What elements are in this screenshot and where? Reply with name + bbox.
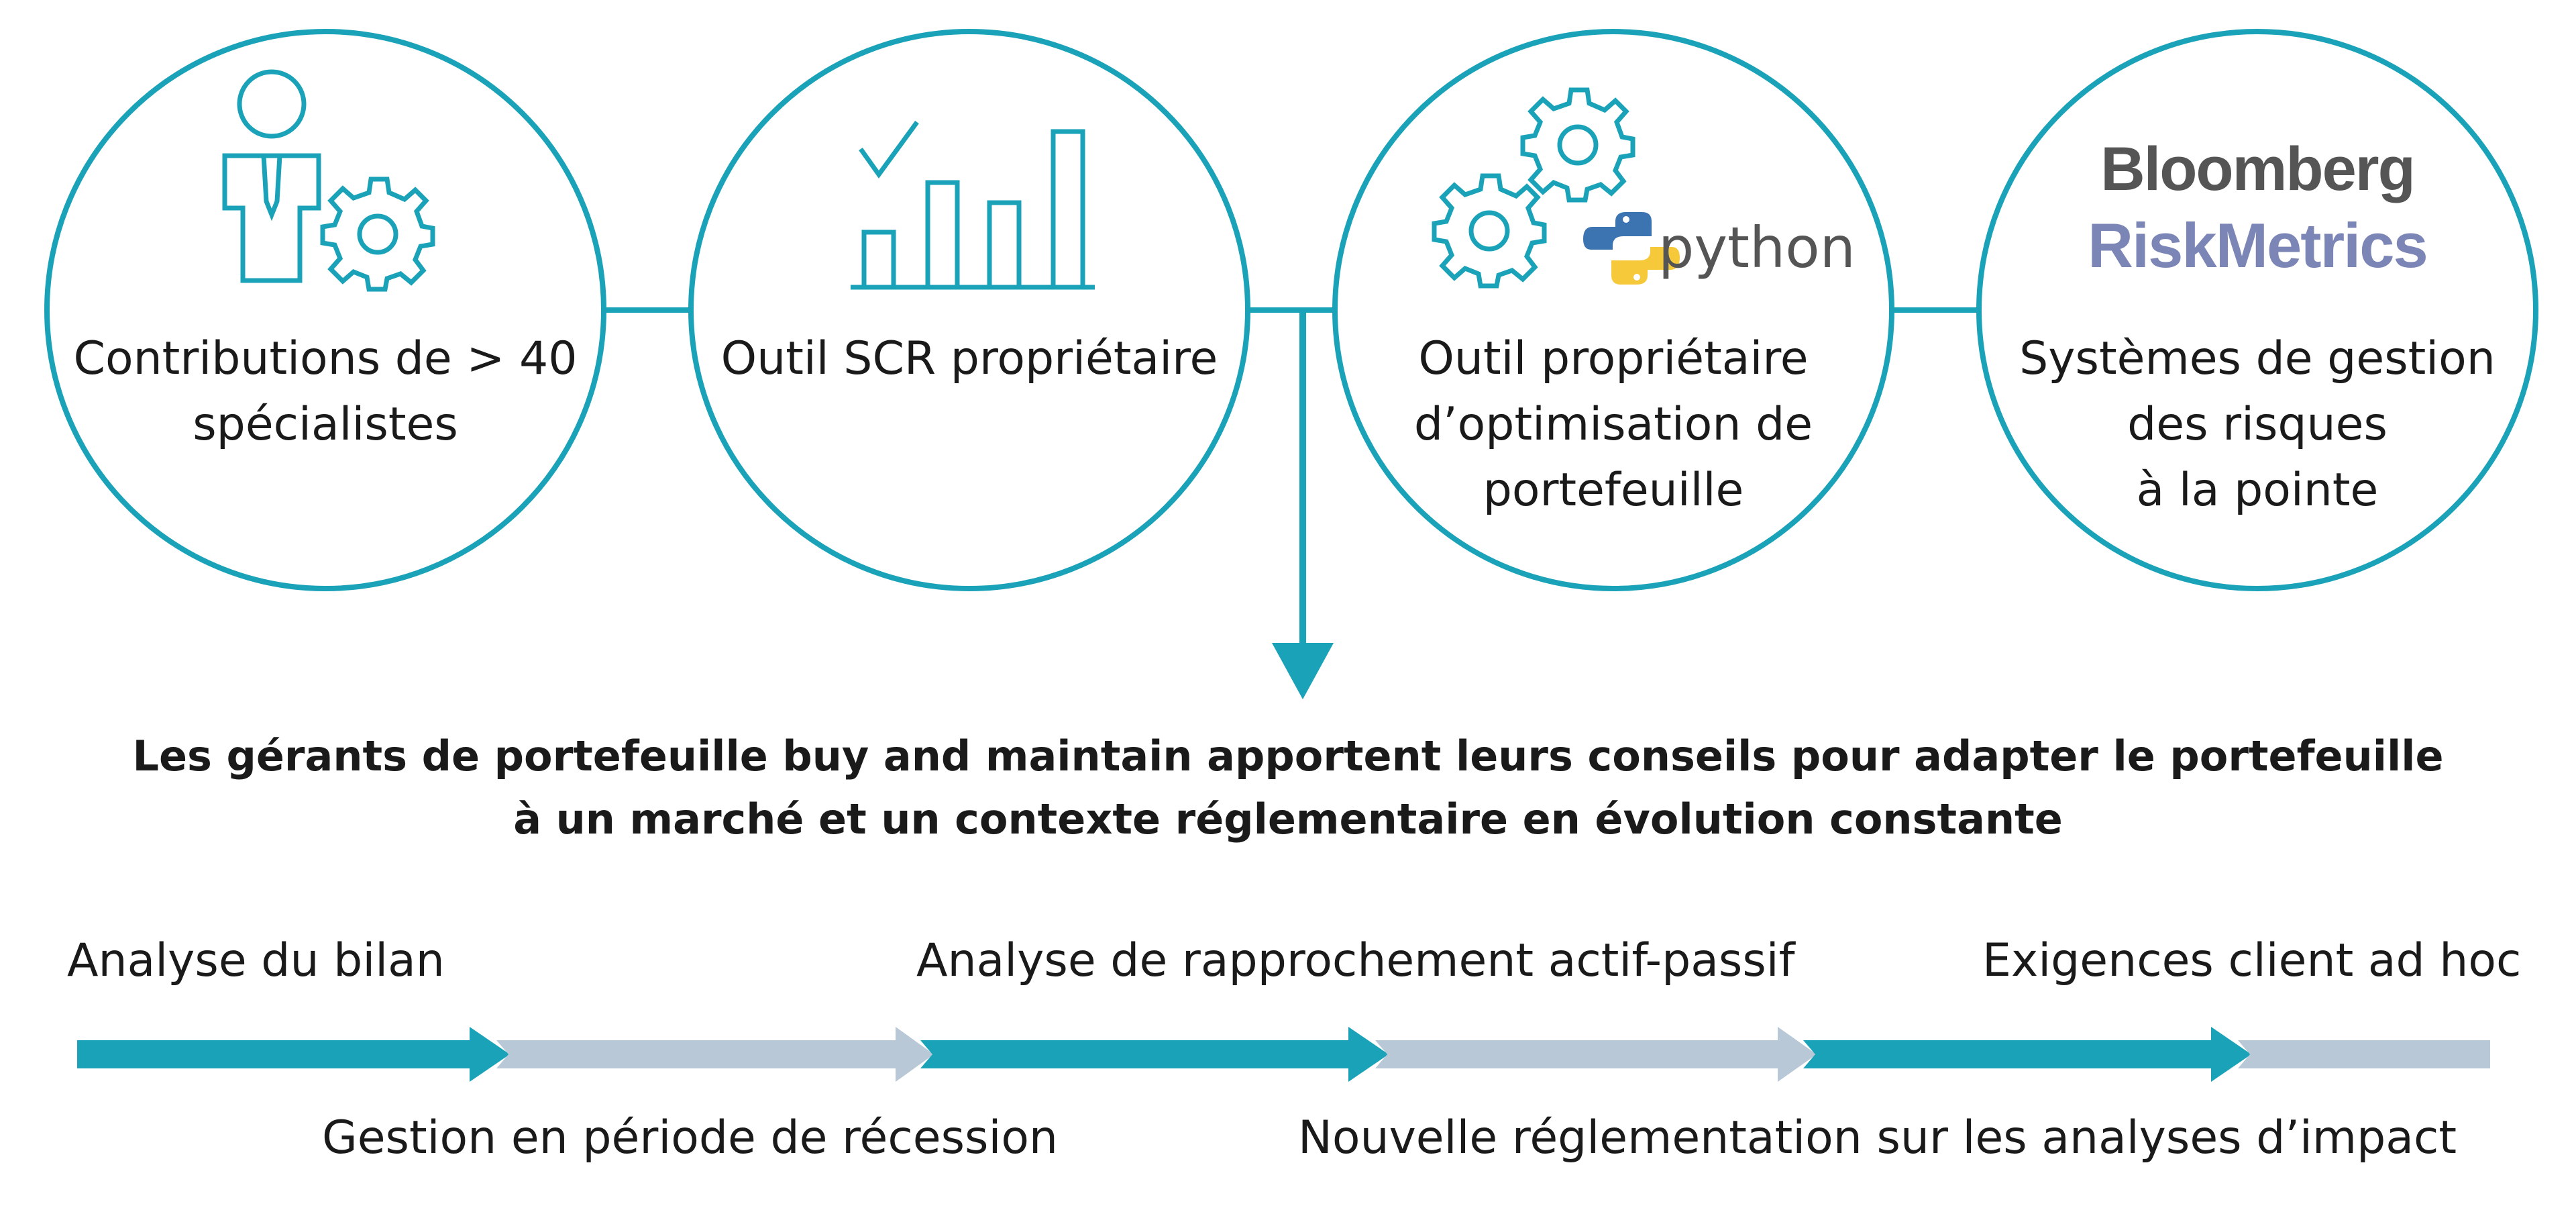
flow-arrow-segment-6 (2238, 1040, 2490, 1068)
circle-risk-systems (1976, 29, 2538, 591)
flow-arrow-segment-5 (1803, 1027, 2251, 1082)
circle-scr-tool (688, 29, 1250, 591)
person-gear-icon (222, 69, 435, 292)
flow-arrow-segment-4 (1375, 1027, 1817, 1082)
gears-icon (1432, 87, 1635, 289)
flow-label-recession: Gestion en période de récession (322, 1111, 1059, 1164)
circle-optimisation-tool (1332, 29, 1894, 591)
down-arrow-head (1272, 643, 1334, 699)
circle-specialists (44, 29, 606, 591)
flow-label-analyse-bilan: Analyse du bilan (67, 934, 445, 987)
flow-label-actif-passif: Analyse de rapprochement actif-passif (916, 934, 1795, 987)
flow-label-reglementation: Nouvelle réglementation sur les analyses… (1298, 1111, 2457, 1164)
bloomberg-logo-text: Bloomberg (2100, 135, 2416, 203)
circle-label-risk-systems: Systèmes de gestion des risques à la poi… (2019, 332, 2496, 517)
flow-label-exigences-client: Exigences client ad hoc (1982, 934, 2522, 987)
heading-text: Les gérants de portefeuille buy and main… (132, 732, 2444, 844)
circle-label-optimisation-tool: Outil propriétaire d’optimisation de por… (1413, 332, 1813, 517)
flow-arrow-segment-1 (77, 1027, 510, 1082)
flow-arrow-segment-3 (920, 1027, 1389, 1082)
flow-arrow-segment-2 (496, 1027, 934, 1082)
python-logo-text: python (1658, 215, 1856, 281)
bar-chart-check-icon (851, 120, 1095, 290)
circle-label-specialists: Contributions de > 40 spécialistes (73, 332, 578, 451)
python-logo-icon (1583, 212, 1680, 285)
circle-label-scr-tool: Outil SCR propriétaire (720, 332, 1218, 385)
riskmetrics-logo-text: RiskMetrics (2088, 210, 2428, 281)
